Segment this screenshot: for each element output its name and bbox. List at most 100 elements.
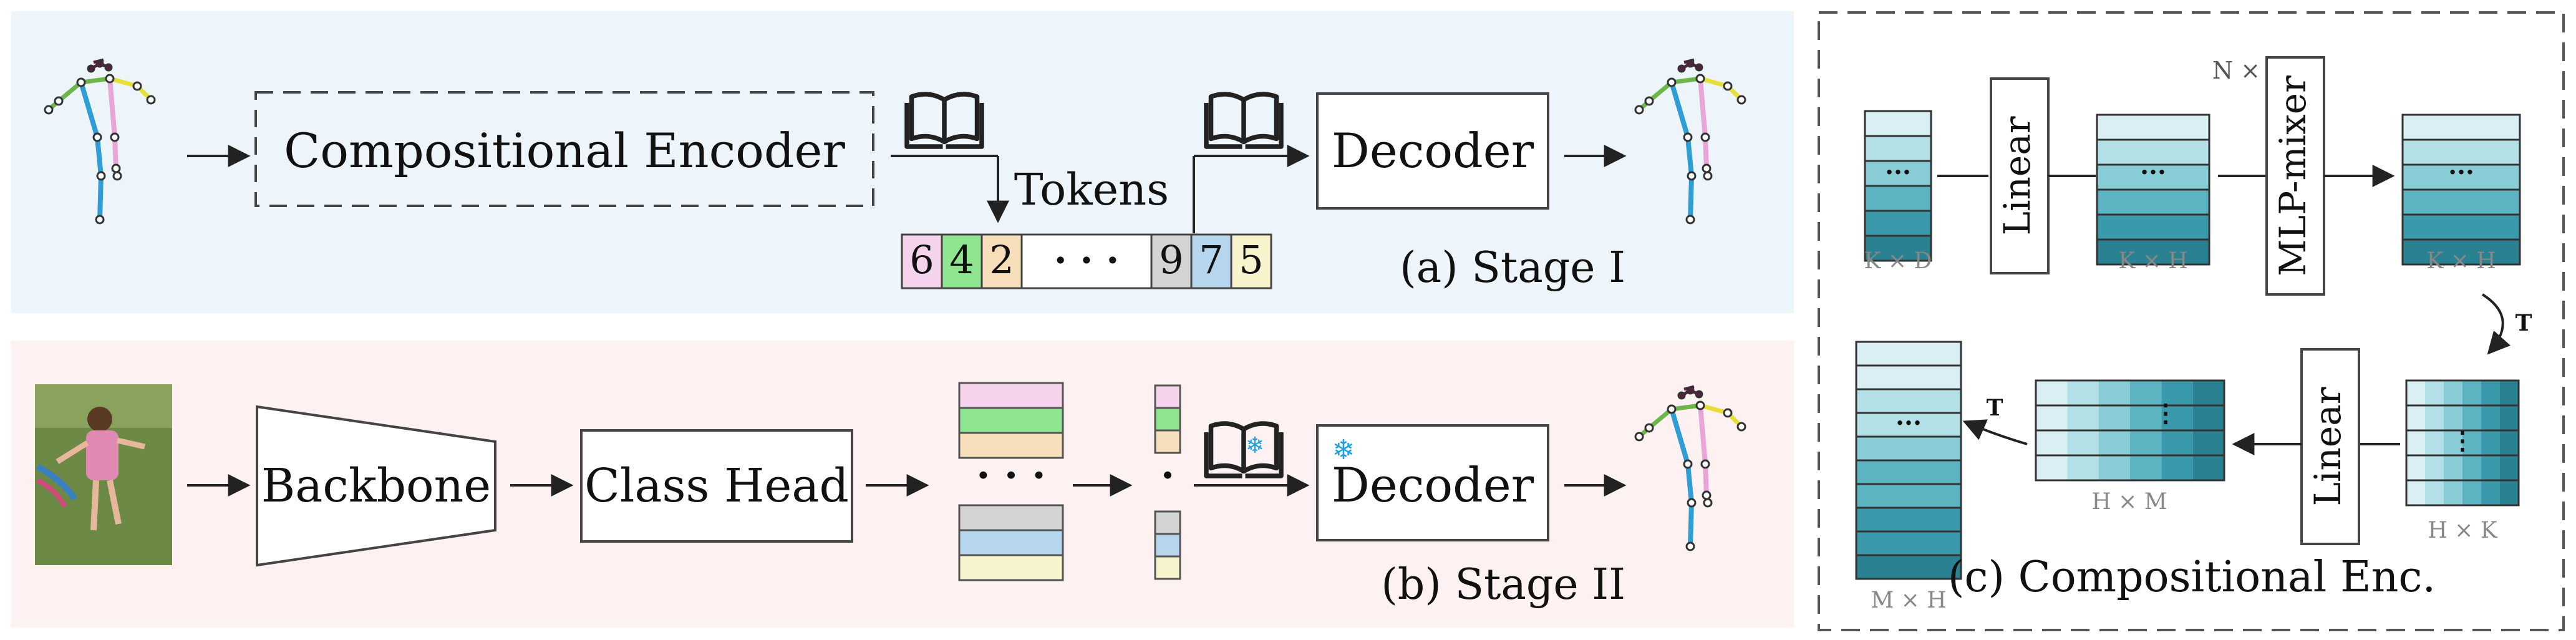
token-cell (901, 233, 943, 289)
block-cell (2161, 430, 2193, 455)
block-cell (2036, 455, 2068, 480)
block-cell (2481, 405, 2500, 430)
stack-row (2401, 238, 2521, 266)
token-value: 4 (949, 237, 974, 283)
block-cell (2481, 455, 2500, 480)
stack-row (2096, 163, 2210, 191)
block-cell (2481, 381, 2500, 405)
block-cell (2425, 480, 2444, 505)
block-cell (2444, 381, 2462, 405)
block-cell (2500, 430, 2519, 455)
hk-block (2405, 379, 2520, 507)
block-cell (2425, 405, 2444, 430)
stack-row (1864, 135, 1932, 162)
stack-row (1864, 110, 1932, 137)
token-cell (981, 233, 1023, 289)
stack-row (1855, 507, 1962, 533)
block-cell (2500, 455, 2519, 480)
stack-row (1855, 435, 1962, 462)
compositional-encoder-box (254, 91, 874, 207)
stack-row (2096, 188, 2210, 216)
transpose-label-2: T (1987, 395, 2003, 421)
compositional-enc-caption: (c) Compositional Enc. (1948, 553, 2436, 602)
stack-row (1855, 364, 1962, 390)
kd-dots: ··· (1885, 158, 1911, 187)
block-cell (2462, 405, 2481, 430)
mh-stack (1855, 341, 1962, 580)
transpose-arrow-2 (1962, 419, 2028, 445)
transpose-label-1: T (2515, 310, 2532, 336)
block-cell (2444, 430, 2462, 455)
kh2-dots: ··· (2448, 158, 2474, 187)
block-cell (2067, 405, 2099, 430)
block-cell (2462, 480, 2481, 505)
class-head-box (580, 429, 853, 543)
stack-row (1855, 459, 1962, 485)
block-cell (2444, 455, 2462, 480)
block-cell (2481, 480, 2500, 505)
block-cell (2192, 405, 2224, 430)
backbone-label: Backbone (261, 459, 491, 513)
block-cell (2130, 455, 2162, 480)
block-cell (2481, 430, 2500, 455)
input-photo (35, 384, 172, 565)
block-cell (2425, 455, 2444, 480)
selected-token-dot: · (1161, 452, 1174, 499)
stack-row (2096, 114, 2210, 141)
block-cell (2130, 430, 2162, 455)
stack-row (2401, 213, 2521, 241)
block-cell (2098, 381, 2130, 405)
block-cell (2444, 405, 2462, 430)
block-cell (2161, 405, 2193, 430)
block-cell (2036, 405, 2068, 430)
block-cell (2098, 430, 2130, 455)
kd-label: K × D (1864, 248, 1932, 274)
block-cell (2406, 405, 2425, 430)
stack-row (1855, 530, 1962, 556)
stack-row (2401, 114, 2521, 141)
frozen-snowflake-icon: ❄ (1246, 433, 1264, 458)
decoder-label-stage2: Decoder (1332, 457, 1534, 513)
mlp-mixer-repeat: N × (2212, 57, 2260, 84)
block-row (2405, 479, 2520, 507)
token-value: 2 (989, 237, 1014, 283)
block-cell (2098, 455, 2130, 480)
token-cell (1190, 233, 1232, 289)
linear2-box (2300, 348, 2360, 545)
block-cell (2406, 480, 2425, 505)
token-value: 5 (1239, 237, 1263, 283)
stack-row (2096, 213, 2210, 241)
decoder-label-stage1: Decoder (1332, 123, 1534, 178)
stack-row (2096, 238, 2210, 266)
block-cell (2462, 430, 2481, 455)
block-cell (2192, 381, 2224, 405)
block-cell (2067, 381, 2099, 405)
transpose-arrow-1 (2481, 293, 2511, 355)
backbone-trapezoid (256, 405, 496, 567)
hk-label: H × K (2428, 518, 2497, 543)
logits-ellipsis: · · · (976, 452, 1045, 499)
class-logits-stack (958, 382, 1064, 581)
token-cell (1020, 233, 1153, 289)
stack-row (1855, 483, 1962, 509)
hm-block (2035, 379, 2225, 482)
kh1-stack (2096, 114, 2210, 266)
hm-label: H × M (2091, 489, 2167, 515)
mlp-mixer-label: MLP-mixer (2272, 75, 2314, 276)
block-cell (2036, 430, 2068, 455)
linear1-label: Linear (1996, 116, 2038, 235)
block-cell (2130, 405, 2162, 430)
stack-row (2401, 188, 2521, 216)
kh1-dots: ··· (2140, 158, 2166, 187)
block-cell (2192, 455, 2224, 480)
block-cell (2406, 381, 2425, 405)
hk-dots: ⋮ (2450, 426, 2475, 455)
decoder-box-stage1 (1316, 92, 1549, 210)
block-cell (2192, 430, 2224, 455)
block-cell (2500, 405, 2519, 430)
token-value: 7 (1199, 237, 1223, 283)
linear2-label: Linear (2307, 387, 2349, 506)
stack-row (1864, 210, 1932, 237)
